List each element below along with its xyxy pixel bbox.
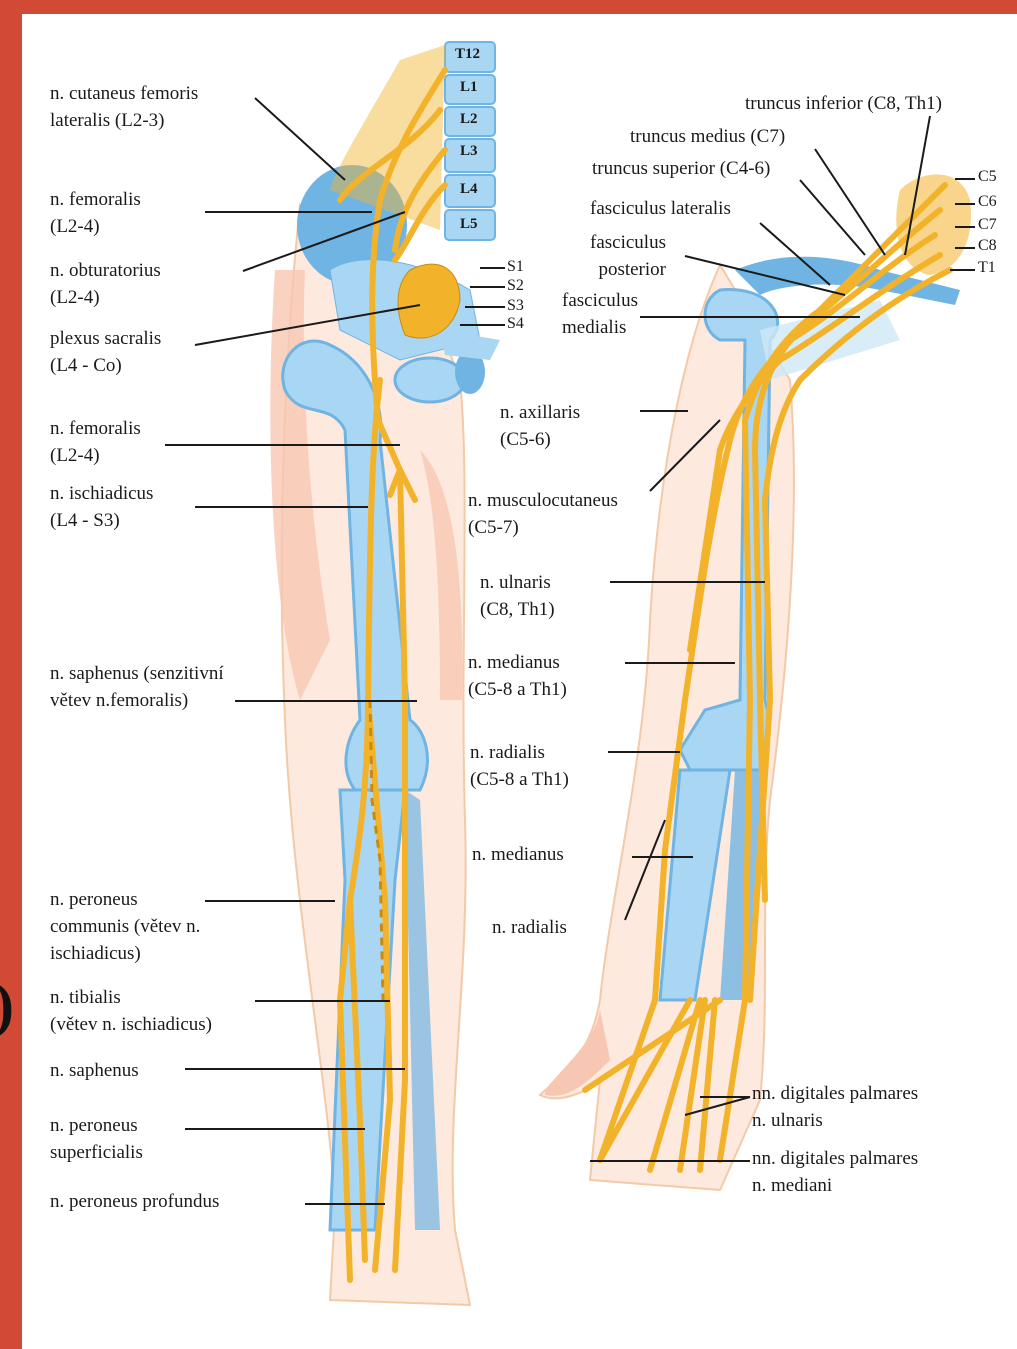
label-radialis: n. radialis(C5-8 a Th1) (470, 739, 569, 793)
root-label-s2: S2 (507, 277, 524, 295)
brachial-plexus (896, 174, 971, 275)
vertebra-label-t12: T12 (455, 46, 480, 63)
label-radialis-forearm: n. radialis (492, 914, 567, 941)
root-label-c8: C8 (978, 237, 997, 255)
label-medianus-forearm: n. medianus (472, 841, 564, 868)
root-label-s4: S4 (507, 315, 524, 333)
root-label-t1: T1 (978, 259, 996, 277)
root-label-s1: S1 (507, 258, 524, 276)
root-label-s3: S3 (507, 297, 524, 315)
label-plexus-sacralis: plexus sacralis(L4 - Co) (50, 325, 161, 379)
label-medianus: n. medianus(C5-8 a Th1) (468, 649, 567, 703)
vertebra-label-l1: L1 (460, 79, 478, 96)
vertebra-label-l2: L2 (460, 111, 478, 128)
label-truncus-inferior: truncus inferior (C8, Th1) (745, 90, 942, 117)
label-ulnaris: n. ulnaris(C8, Th1) (480, 569, 555, 623)
label-truncus-superior: truncus superior (C4-6) (592, 155, 770, 182)
root-label-c5: C5 (978, 168, 997, 186)
label-femoralis-upper: n. femoralis(L2-4) (50, 186, 141, 240)
left-border (0, 0, 22, 1349)
root-label-c7: C7 (978, 216, 997, 234)
label-fasciculus-lateralis: fasciculus lateralis (590, 195, 731, 222)
edge-paren-glyph: ) (0, 975, 14, 1035)
label-axillaris: n. axillaris(C5-6) (500, 399, 580, 453)
vertebra-label-l4: L4 (460, 181, 478, 198)
root-label-c6: C6 (978, 193, 997, 211)
label-truncus-medius: truncus medius (C7) (630, 123, 785, 150)
top-border (0, 0, 1017, 14)
label-obturatorius: n. obturatorius(L2-4) (50, 257, 161, 311)
label-musculocutaneus: n. musculocutaneus(C5-7) (468, 487, 618, 541)
label-saphenus-lower: n. saphenus (50, 1057, 139, 1084)
label-tibialis: n. tibialis(větev n. ischiadicus) (50, 984, 212, 1038)
label-femoralis-lower: n. femoralis(L2-4) (50, 415, 141, 469)
label-peroneus-profundus: n. peroneus profundus (50, 1188, 219, 1215)
vertebral-column (445, 42, 495, 240)
vertebra-label-l3: L3 (460, 143, 478, 160)
vertebra-label-l5: L5 (460, 216, 478, 233)
label-ischiadicus: n. ischiadicus(L4 - S3) (50, 480, 153, 534)
